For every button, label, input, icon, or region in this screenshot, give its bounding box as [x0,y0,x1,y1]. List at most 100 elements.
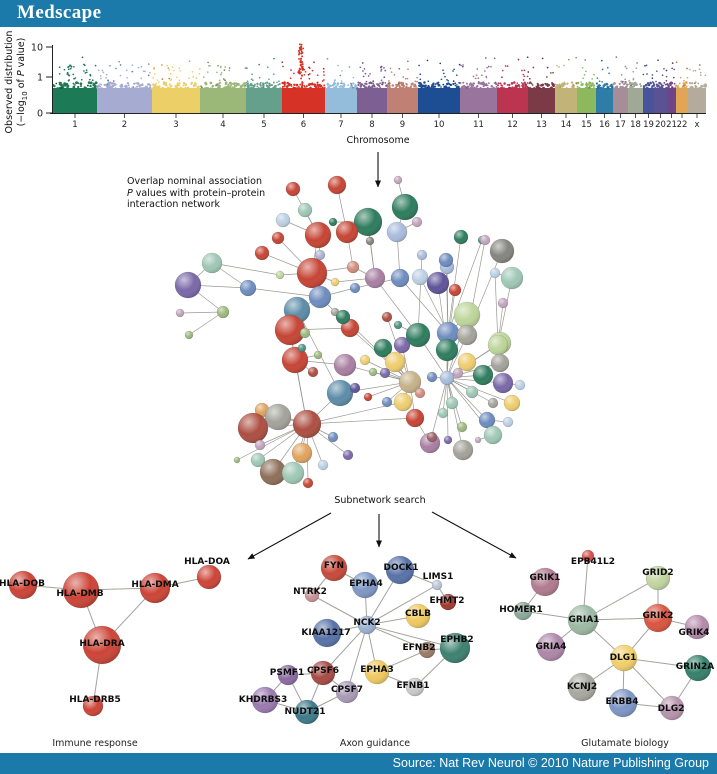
ppi-node-shine [240,280,256,296]
ppi-node-shine [314,351,322,359]
ppi-node-shine [175,272,201,298]
ppi-node-shine [300,328,310,338]
ppi-node-shine [382,312,392,322]
ppi-node-shine [480,235,490,245]
axon-guidance-node-EFNB1-shine [406,678,424,696]
glutamate-biology-node-DLG2-shine [660,696,684,720]
ppi-node-shine [427,372,437,382]
immune-response-node-HLA-DMA-shine [140,573,170,603]
ppi-node-shine [394,321,402,329]
chromosome-tick-label-7: 7 [338,120,343,130]
y-tick-label-10: 10 [31,43,43,54]
ppi-node-shine [394,337,410,353]
caption-axon-guidance: Axon guidance [339,738,411,749]
ppi-node-shine [374,339,392,357]
ppi-node-shine [412,217,422,227]
ppi-node-shine [453,440,473,460]
chromosome-tick-label-18: 18 [630,120,641,130]
ppi-node-shine [350,383,360,393]
ppi-node-shine [276,213,290,227]
ppi-node-shine [484,426,502,444]
ppi-node-shine [255,440,265,450]
chromosome-tick-label-16: 16 [599,120,610,130]
ppi-node-shine [412,269,428,285]
ppi-node-shine [318,460,328,470]
ppi-node-shine [217,306,229,318]
ppi-node-shine [490,268,500,278]
ppi-node-shine [440,371,454,385]
axon-guidance-node-CPSF6-shine [311,661,335,685]
chromosome-tick-label-5: 5 [261,120,266,130]
ppi-node-shine [282,347,308,373]
glutamate-biology-node-GRID2-shine [646,566,670,590]
y-tick-label-1: 1 [37,73,43,84]
ppi-node-shine [298,344,306,352]
chromosome-band-9 [387,88,418,113]
ppi-node-shine [347,261,359,273]
axon-guidance-nodes [251,554,471,725]
ppi-node-shine [234,457,240,463]
chromosome-tick-label-8: 8 [369,120,374,130]
glutamate-biology-node-GRIK2-shine [644,604,672,632]
glutamate-biology-nodes [513,549,712,721]
chromosome-tick-label-10: 10 [434,120,445,130]
ppi-node-shine [454,302,480,328]
flow-arrow-3 [431,511,517,559]
chromosome-band-21 [667,88,676,113]
glutamate-biology-node-DLG1-shine [611,645,637,671]
ppi-node-shine [491,354,509,372]
ppi-node-shine [417,250,427,260]
chromosome-tick-label-17: 17 [615,120,626,130]
glutamate-biology-node-GRIK4-shine [685,615,709,639]
caption-glutamate-biology: Glutamate biology [581,738,669,749]
ppi-node-shine [328,176,346,194]
chromosome-band-19 [643,88,654,113]
chromosome-tick-label-3: 3 [173,120,178,130]
ppi-node-shine [265,404,291,430]
chromosome-tick-label-22: 22 [677,120,688,130]
ppi-node-shine [275,315,305,345]
chromosome-band-x [688,88,706,113]
ppi-node-shine [449,284,461,296]
chromosome-band-18 [628,88,643,113]
chromosome-band-11 [460,88,497,113]
ppi-node-shine [473,365,493,385]
overlap-note: Overlap nominal association P values wit… [127,176,266,210]
axon-guidance-node-EPHB2-shine [440,633,470,663]
ppi-node-shine [260,459,286,485]
medscape-logo[interactable]: Medscape [17,2,102,23]
immune-response-node-HLA-DOA-shine [197,565,221,589]
ppi-node-shine [369,368,377,376]
ppi-node-shine [334,354,356,376]
chromosome-tick-label-1: 1 [72,120,77,130]
ppi-node-shine [343,450,353,460]
axon-guidance-node-EPHA4-shine [352,572,378,598]
immune-response-node-HLA-DOB-shine [9,571,37,599]
chromosome-band-2 [97,88,152,113]
chromosome-band-12 [497,88,528,113]
ppi-node-shine [366,237,374,245]
ppi-node-shine [392,194,418,220]
ppi-node-shine [364,393,372,401]
immune-response-node-HLA-DMB-shine [63,572,99,608]
ppi-node-shine [391,269,409,287]
chromosome-band-5 [246,88,282,113]
chromosome-tick-label-19: 19 [643,120,654,130]
chromosome-band-3 [152,88,200,113]
ppi-node-shine [406,323,430,347]
ppi-node-shine [336,221,358,243]
ppi-node-shine [427,272,449,294]
axon-guidance-node-PSMF1-shine [278,665,298,685]
chromosome-tick-label-20: 20 [655,120,666,130]
ppi-node-shine [238,413,268,443]
ppi-node-shine [436,339,458,361]
ppi-node-shine [185,331,193,339]
glutamate-biology-node-HOMER1-shine [514,602,532,620]
ppi-node-shine [457,422,467,432]
chromosome-band-8 [357,88,387,113]
ppi-node-shine [454,230,468,244]
flow-arrow-1 [247,512,332,560]
subnetwork-search-label: Subnetwork search [334,495,426,506]
axon-guidance-node-LIMS1-shine [432,580,442,590]
